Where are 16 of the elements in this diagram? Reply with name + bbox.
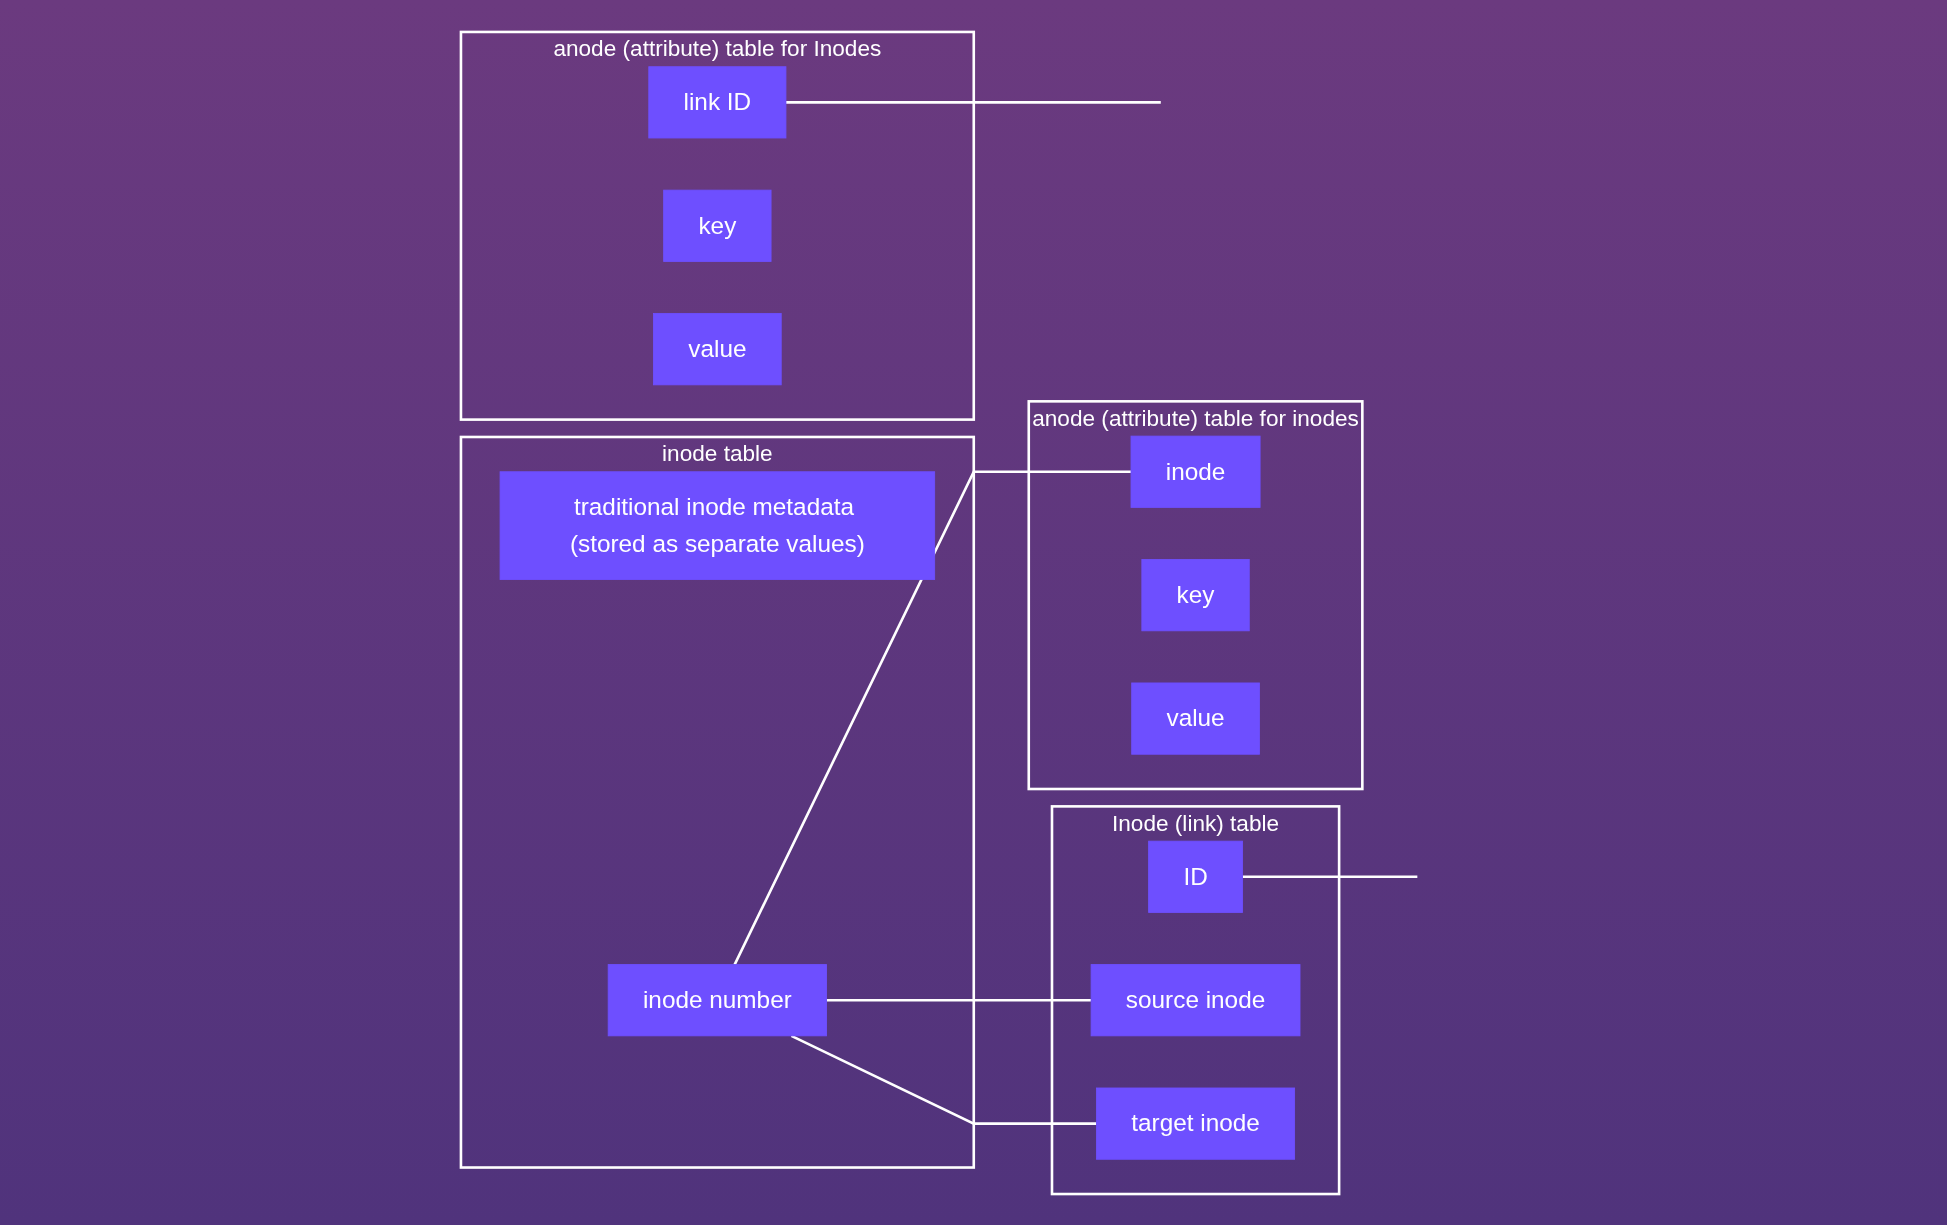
node-box: key (1141, 558, 1250, 631)
node-box: inode number (607, 963, 827, 1036)
node-box: value (652, 312, 782, 385)
connector (790, 1034, 1097, 1125)
node-box: key (662, 189, 772, 262)
node-box: target inode (1095, 1087, 1295, 1160)
connector (826, 998, 1091, 1001)
connector (1242, 874, 1417, 878)
connector (785, 100, 1161, 104)
node-box: link ID (647, 65, 786, 138)
node-box: ID (1147, 840, 1243, 913)
connector (733, 469, 1131, 965)
node-box: traditional inode metadata (stored as separate values) (499, 470, 935, 580)
node-box: source inode (1090, 963, 1300, 1036)
node-box: inode (1130, 435, 1261, 508)
node-box: value (1130, 682, 1260, 755)
